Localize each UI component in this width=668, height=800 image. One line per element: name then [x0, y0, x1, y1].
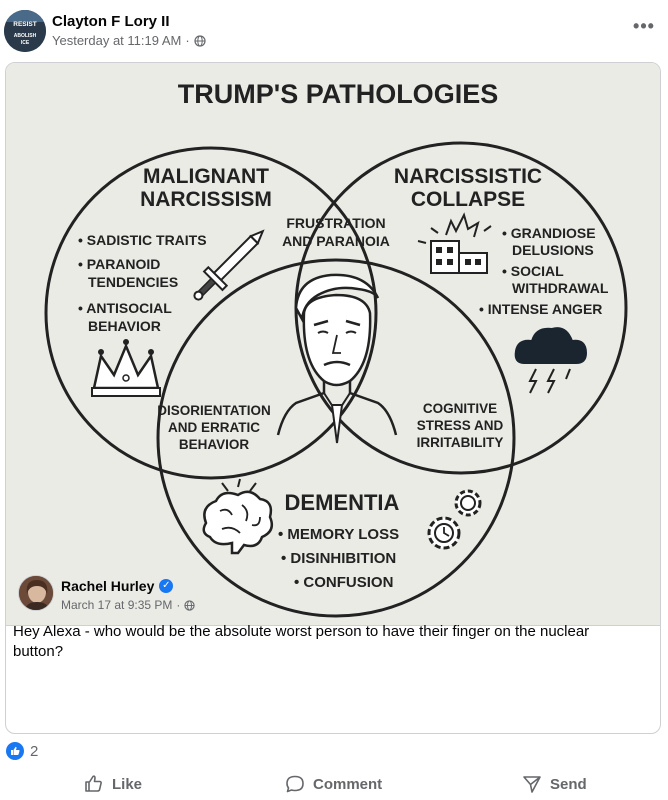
left-item-2a: • PARANOID [78, 256, 160, 272]
avatar-badge-line3: ICE [21, 40, 30, 46]
left-item-2b: TENDENCIES [88, 274, 178, 290]
circle-dementia [156, 258, 516, 618]
shared-post-meta: March 17 at 9:35 PM · [61, 598, 196, 612]
globe-icon[interactable] [194, 34, 206, 47]
overlap-left-line2: AND ERRATIC [168, 420, 260, 435]
card-divider [6, 625, 660, 626]
infographic-title: TRUMP'S PATHOLOGIES [178, 79, 498, 109]
right-item-1b: DELUSIONS [512, 242, 594, 258]
storm-cloud-icon [514, 327, 588, 394]
verified-badge-icon: ✓ [159, 579, 174, 593]
reaction-count[interactable]: 2 [30, 742, 39, 760]
author-avatar[interactable]: RESIST ABOLISH ICE [4, 10, 46, 52]
shared-author-avatar[interactable] [18, 575, 54, 611]
thumbs-up-icon [85, 775, 102, 792]
left-item-3a: • ANTISOCIAL [78, 300, 172, 316]
send-label: Send [550, 775, 587, 793]
overlap-left-line3: BEHAVIOR [179, 437, 250, 452]
left-heading-line2: NARCISSISM [140, 188, 272, 211]
overlap-right-line2: STRESS AND [417, 418, 504, 433]
like-label: Like [112, 775, 143, 793]
post-meta: Yesterday at 11:19 AM · [52, 33, 206, 48]
gears-icon [427, 489, 482, 550]
avatar-badge-line1: RESIST [13, 21, 37, 28]
meta-separator: · [185, 33, 190, 48]
infographic-image[interactable]: TRUMP'S PATHOLOGIES MALIGNANT NARCISSISM… [6, 63, 660, 625]
send-icon [523, 776, 541, 793]
like-icon [6, 742, 24, 760]
shared-post-text: Hey Alexa - who would be the absolute wo… [13, 623, 590, 660]
bottom-item-3: • CONFUSION [294, 574, 393, 591]
crown-icon [91, 339, 161, 397]
bottom-item-2: • DISINHIBITION [281, 550, 396, 567]
right-item-2a: • SOCIAL [502, 263, 564, 279]
shared-post-card[interactable]: TRUMP'S PATHOLOGIES MALIGNANT NARCISSISM… [5, 62, 661, 734]
venn-diagram: TRUMP'S PATHOLOGIES MALIGNANT NARCISSISM… [44, 79, 628, 618]
comment-icon [286, 775, 304, 793]
meta-separator: · [176, 598, 181, 612]
portrait-illustration [276, 273, 398, 444]
overlap-top-line1: FRUSTRATION [286, 215, 385, 231]
shared-post-timestamp[interactable]: March 17 at 9:35 PM [61, 598, 173, 612]
collapsing-building-icon [417, 212, 492, 274]
overlap-right-line3: IRRITABILITY [417, 435, 504, 450]
like-button[interactable]: Like [84, 774, 142, 794]
send-button[interactable]: Send [522, 774, 587, 794]
bottom-heading: DEMENTIA [285, 490, 400, 515]
brain-icon [202, 478, 273, 555]
action-bar: Like Comment Send [0, 768, 668, 800]
overlap-right-line1: COGNITIVE [423, 401, 497, 416]
comment-label: Comment [313, 775, 383, 793]
profile-photo-icon [19, 576, 53, 610]
post-header: RESIST ABOLISH ICE Clayton F Lory II Yes… [0, 0, 668, 60]
right-heading-line2: COLLAPSE [411, 188, 525, 211]
overlap-top-line2: AND PARANOIA [282, 233, 390, 249]
globe-icon[interactable] [184, 599, 196, 611]
shared-author-name[interactable]: Rachel Hurley [61, 578, 155, 594]
resist-badge-icon: RESIST ABOLISH ICE [4, 10, 46, 52]
post-timestamp[interactable]: Yesterday at 11:19 AM [52, 33, 182, 48]
left-item-1: • SADISTIC TRAITS [78, 232, 207, 248]
right-item-3: • INTENSE ANGER [479, 301, 602, 317]
author-name[interactable]: Clayton F Lory II [52, 13, 170, 30]
shared-author: Rachel Hurley ✓ [61, 578, 174, 594]
more-options-button[interactable]: ••• [633, 16, 655, 36]
reaction-summary[interactable]: 2 [6, 742, 38, 760]
avatar-badge-line2: ABOLISH [14, 33, 37, 39]
bottom-item-1: • MEMORY LOSS [278, 526, 399, 543]
left-heading-line1: MALIGNANT [143, 165, 269, 188]
right-item-2b: WITHDRAWAL [512, 280, 609, 296]
comment-button[interactable]: Comment [285, 774, 382, 794]
circle-malignant-narcissism [44, 146, 378, 480]
overlap-left-line1: DISORIENTATION [157, 403, 271, 418]
dagger-icon [193, 229, 265, 301]
right-item-1a: • GRANDIOSE [502, 225, 596, 241]
left-item-3b: BEHAVIOR [88, 318, 161, 334]
right-heading-line1: NARCISSISTIC [394, 165, 542, 188]
